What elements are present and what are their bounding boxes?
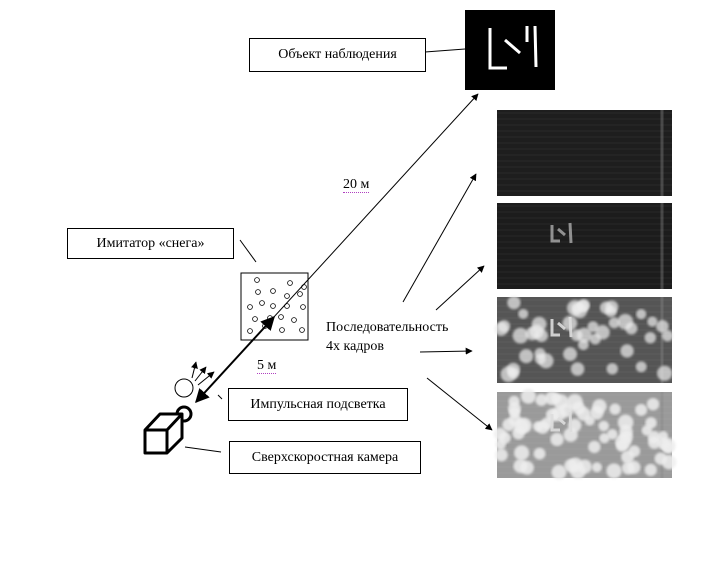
video-frame-2 — [497, 203, 672, 289]
video-frame-4 — [493, 388, 677, 480]
pulse-light-icon — [174, 361, 215, 398]
sequence-label-line2: 4х кадров — [326, 339, 385, 354]
distance-20m-label: 20 м — [343, 177, 370, 193]
snow-leader-line — [239, 239, 257, 263]
distance-arrow-5m — [195, 315, 275, 404]
video-frame-3 — [494, 296, 674, 383]
pulse-light-label: Импульсная подсветка — [228, 388, 408, 421]
snow-simulator-box — [240, 272, 309, 341]
sequence-arrows — [402, 173, 493, 431]
camera-label: Сверхскоростная камера — [229, 441, 421, 474]
camera-leader-line — [184, 446, 222, 453]
camera-icon — [143, 405, 193, 455]
distance-5m-label: 5 м — [257, 358, 277, 374]
object-leader-line — [424, 48, 466, 53]
light-leader-line — [217, 394, 223, 400]
video-frame-1 — [497, 110, 672, 196]
sequence-label-line1: Последовательность — [326, 320, 449, 335]
object-label: Объект наблюдения — [249, 38, 426, 72]
snow-simulator-label: Имитатор «снега» — [67, 228, 234, 259]
observed-object-image — [465, 10, 555, 90]
